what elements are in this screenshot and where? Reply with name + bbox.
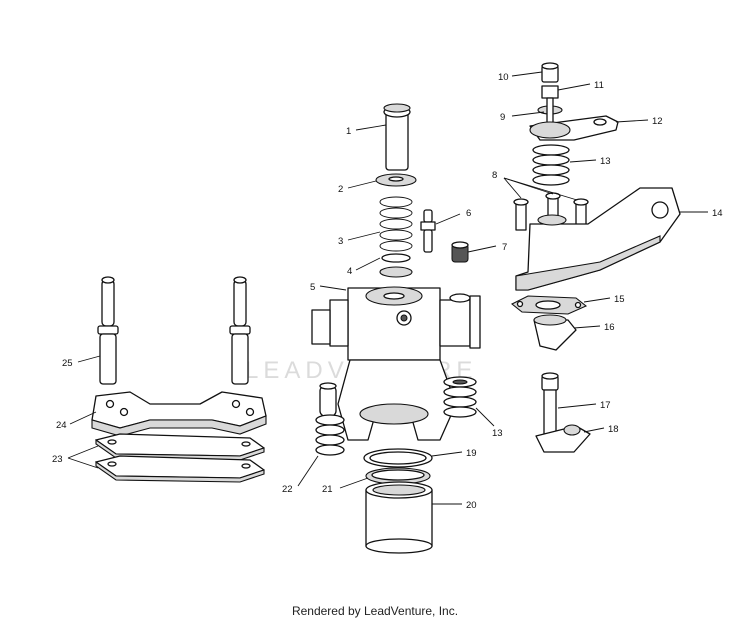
footer-credit: Rendered by LeadVenture, Inc.: [291, 604, 459, 618]
callout-13-left: 13: [492, 428, 503, 439]
part-3-spring[interactable]: [379, 196, 413, 252]
part-8-screws[interactable]: [513, 192, 589, 231]
part-15-gasket[interactable]: [510, 295, 588, 315]
callout-18: 18: [608, 424, 619, 435]
part-12-lever[interactable]: [529, 115, 619, 141]
callout-10: 10: [498, 72, 509, 83]
part-13-boot-left[interactable]: [443, 376, 477, 418]
callout-14: 14: [712, 208, 723, 219]
callout-labels: 1 2 3 4 5 6 7 8 9 10 11 12 13 14 15 16 1…: [52, 72, 723, 511]
part-21-ring[interactable]: [365, 467, 431, 485]
part-24-bracket[interactable]: [91, 391, 267, 437]
part-6-bleeder[interactable]: [420, 209, 436, 253]
callout-9: 9: [500, 112, 505, 123]
callout-3: 3: [338, 236, 343, 247]
part-5-caliper-body[interactable]: [311, 286, 481, 441]
callout-11: 11: [594, 80, 604, 91]
callout-5: 5: [310, 282, 315, 293]
part-7-cap[interactable]: [451, 241, 469, 263]
callout-8: 8: [492, 170, 497, 181]
part-2-washer[interactable]: [375, 173, 417, 187]
part-20-piston[interactable]: [365, 481, 433, 554]
callout-17: 17: [600, 400, 611, 411]
callout-4: 4: [347, 266, 352, 277]
callout-24: 24: [56, 420, 67, 431]
callout-16: 16: [604, 322, 615, 333]
callout-12: 12: [652, 116, 663, 127]
callout-2: 2: [338, 184, 343, 195]
part-13-boot-right[interactable]: [532, 144, 570, 186]
part-4-washers[interactable]: [379, 253, 413, 278]
callout-1: 1: [346, 126, 351, 137]
callout-7: 7: [502, 242, 507, 253]
part-11-nut[interactable]: [541, 85, 559, 99]
part-10-nut[interactable]: [541, 62, 559, 83]
part-23-shims[interactable]: [95, 433, 265, 483]
callout-22: 22: [282, 484, 293, 495]
callout-20: 20: [466, 500, 477, 511]
callout-19: 19: [466, 448, 477, 459]
callout-6: 6: [466, 208, 471, 219]
part-17-shaft[interactable]: [541, 372, 559, 437]
part-14-bracket[interactable]: [515, 187, 681, 291]
part-16-cam[interactable]: [533, 314, 577, 351]
callout-21: 21: [322, 484, 333, 495]
part-18-actuator[interactable]: [535, 424, 591, 453]
callout-25: 25: [62, 358, 73, 369]
callout-15: 15: [614, 294, 625, 305]
callout-13-right: 13: [600, 156, 611, 167]
part-25-pins[interactable]: [97, 276, 251, 385]
part-22-fitting[interactable]: [315, 382, 345, 456]
leader-lines: [67, 71, 708, 505]
part-1-pin[interactable]: [383, 103, 411, 171]
callout-23: 23: [52, 454, 63, 465]
part-19-seal[interactable]: [363, 448, 433, 468]
